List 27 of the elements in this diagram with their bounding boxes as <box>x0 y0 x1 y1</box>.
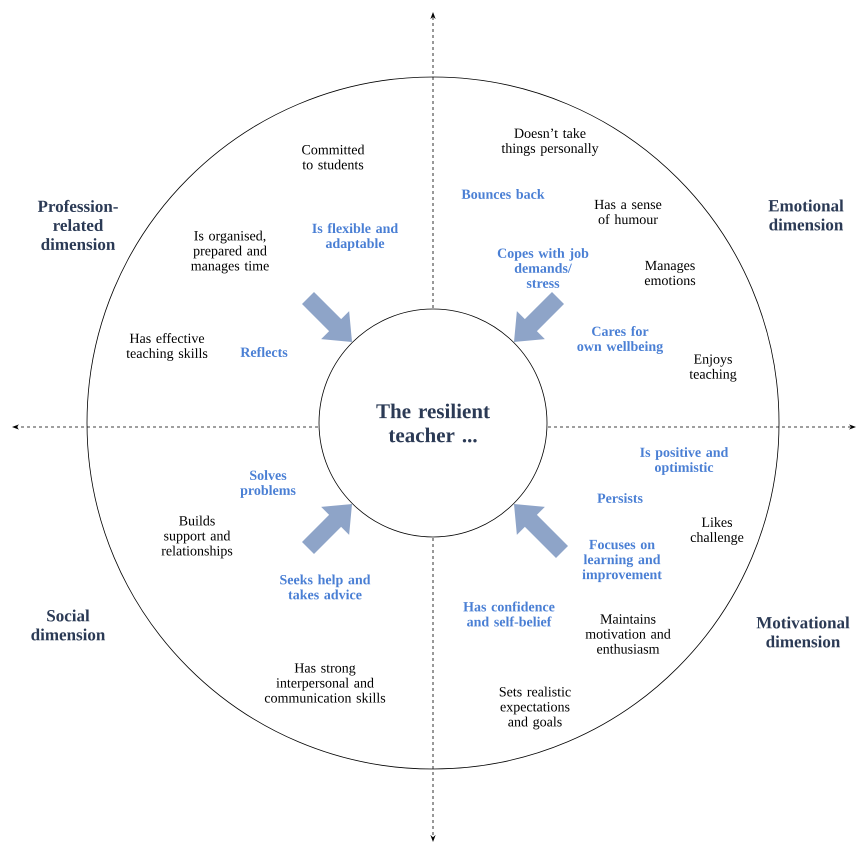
trait-label: Has strong interpersonal and communication skills <box>264 663 386 703</box>
trait-label: Persists <box>597 493 643 503</box>
trait-label: Reflects <box>240 347 288 357</box>
trait-label: Cares for own wellbeing <box>577 326 664 354</box>
trait-label: Has confidence and self-belief <box>463 602 555 626</box>
trait-label: Doesn’t take things personally <box>502 128 599 156</box>
dimension-heading: Emotional dimension <box>768 200 844 230</box>
dimension-heading: Social dimension <box>31 610 106 640</box>
trait-label: Focuses on learning and improvement <box>582 540 662 582</box>
trait-label: Seeks help and takes advice <box>280 574 370 600</box>
trait-label: Committed to students <box>302 144 364 170</box>
trait-label: Is organised, prepared and manages time <box>191 230 269 274</box>
trait-label: Is flexible and adaptable <box>312 223 398 251</box>
trait-label: Is positive and optimistic <box>640 447 728 475</box>
trait-label: Solves problems <box>240 470 296 498</box>
trait-label: Has a sense of humour <box>594 200 662 224</box>
trait-label: Has effective teaching skills <box>126 333 208 361</box>
trait-label: Copes with job demands/ stress <box>498 248 588 288</box>
trait-label: Sets realistic expectations and goals <box>500 686 571 730</box>
trait-label: Maintains motivation and enthusiasm <box>586 614 671 654</box>
dimension-heading: Profession-related dimension <box>38 200 118 250</box>
trait-label: Bounces back <box>462 189 545 199</box>
trait-label: Likes challenge <box>690 517 744 545</box>
dimension-heading: Motivational dimension <box>756 616 850 648</box>
trait-label: Manages emotions <box>644 260 696 286</box>
trait-label: Builds support and relationships <box>162 516 232 558</box>
trait-label: Enjoys teaching <box>689 354 736 382</box>
